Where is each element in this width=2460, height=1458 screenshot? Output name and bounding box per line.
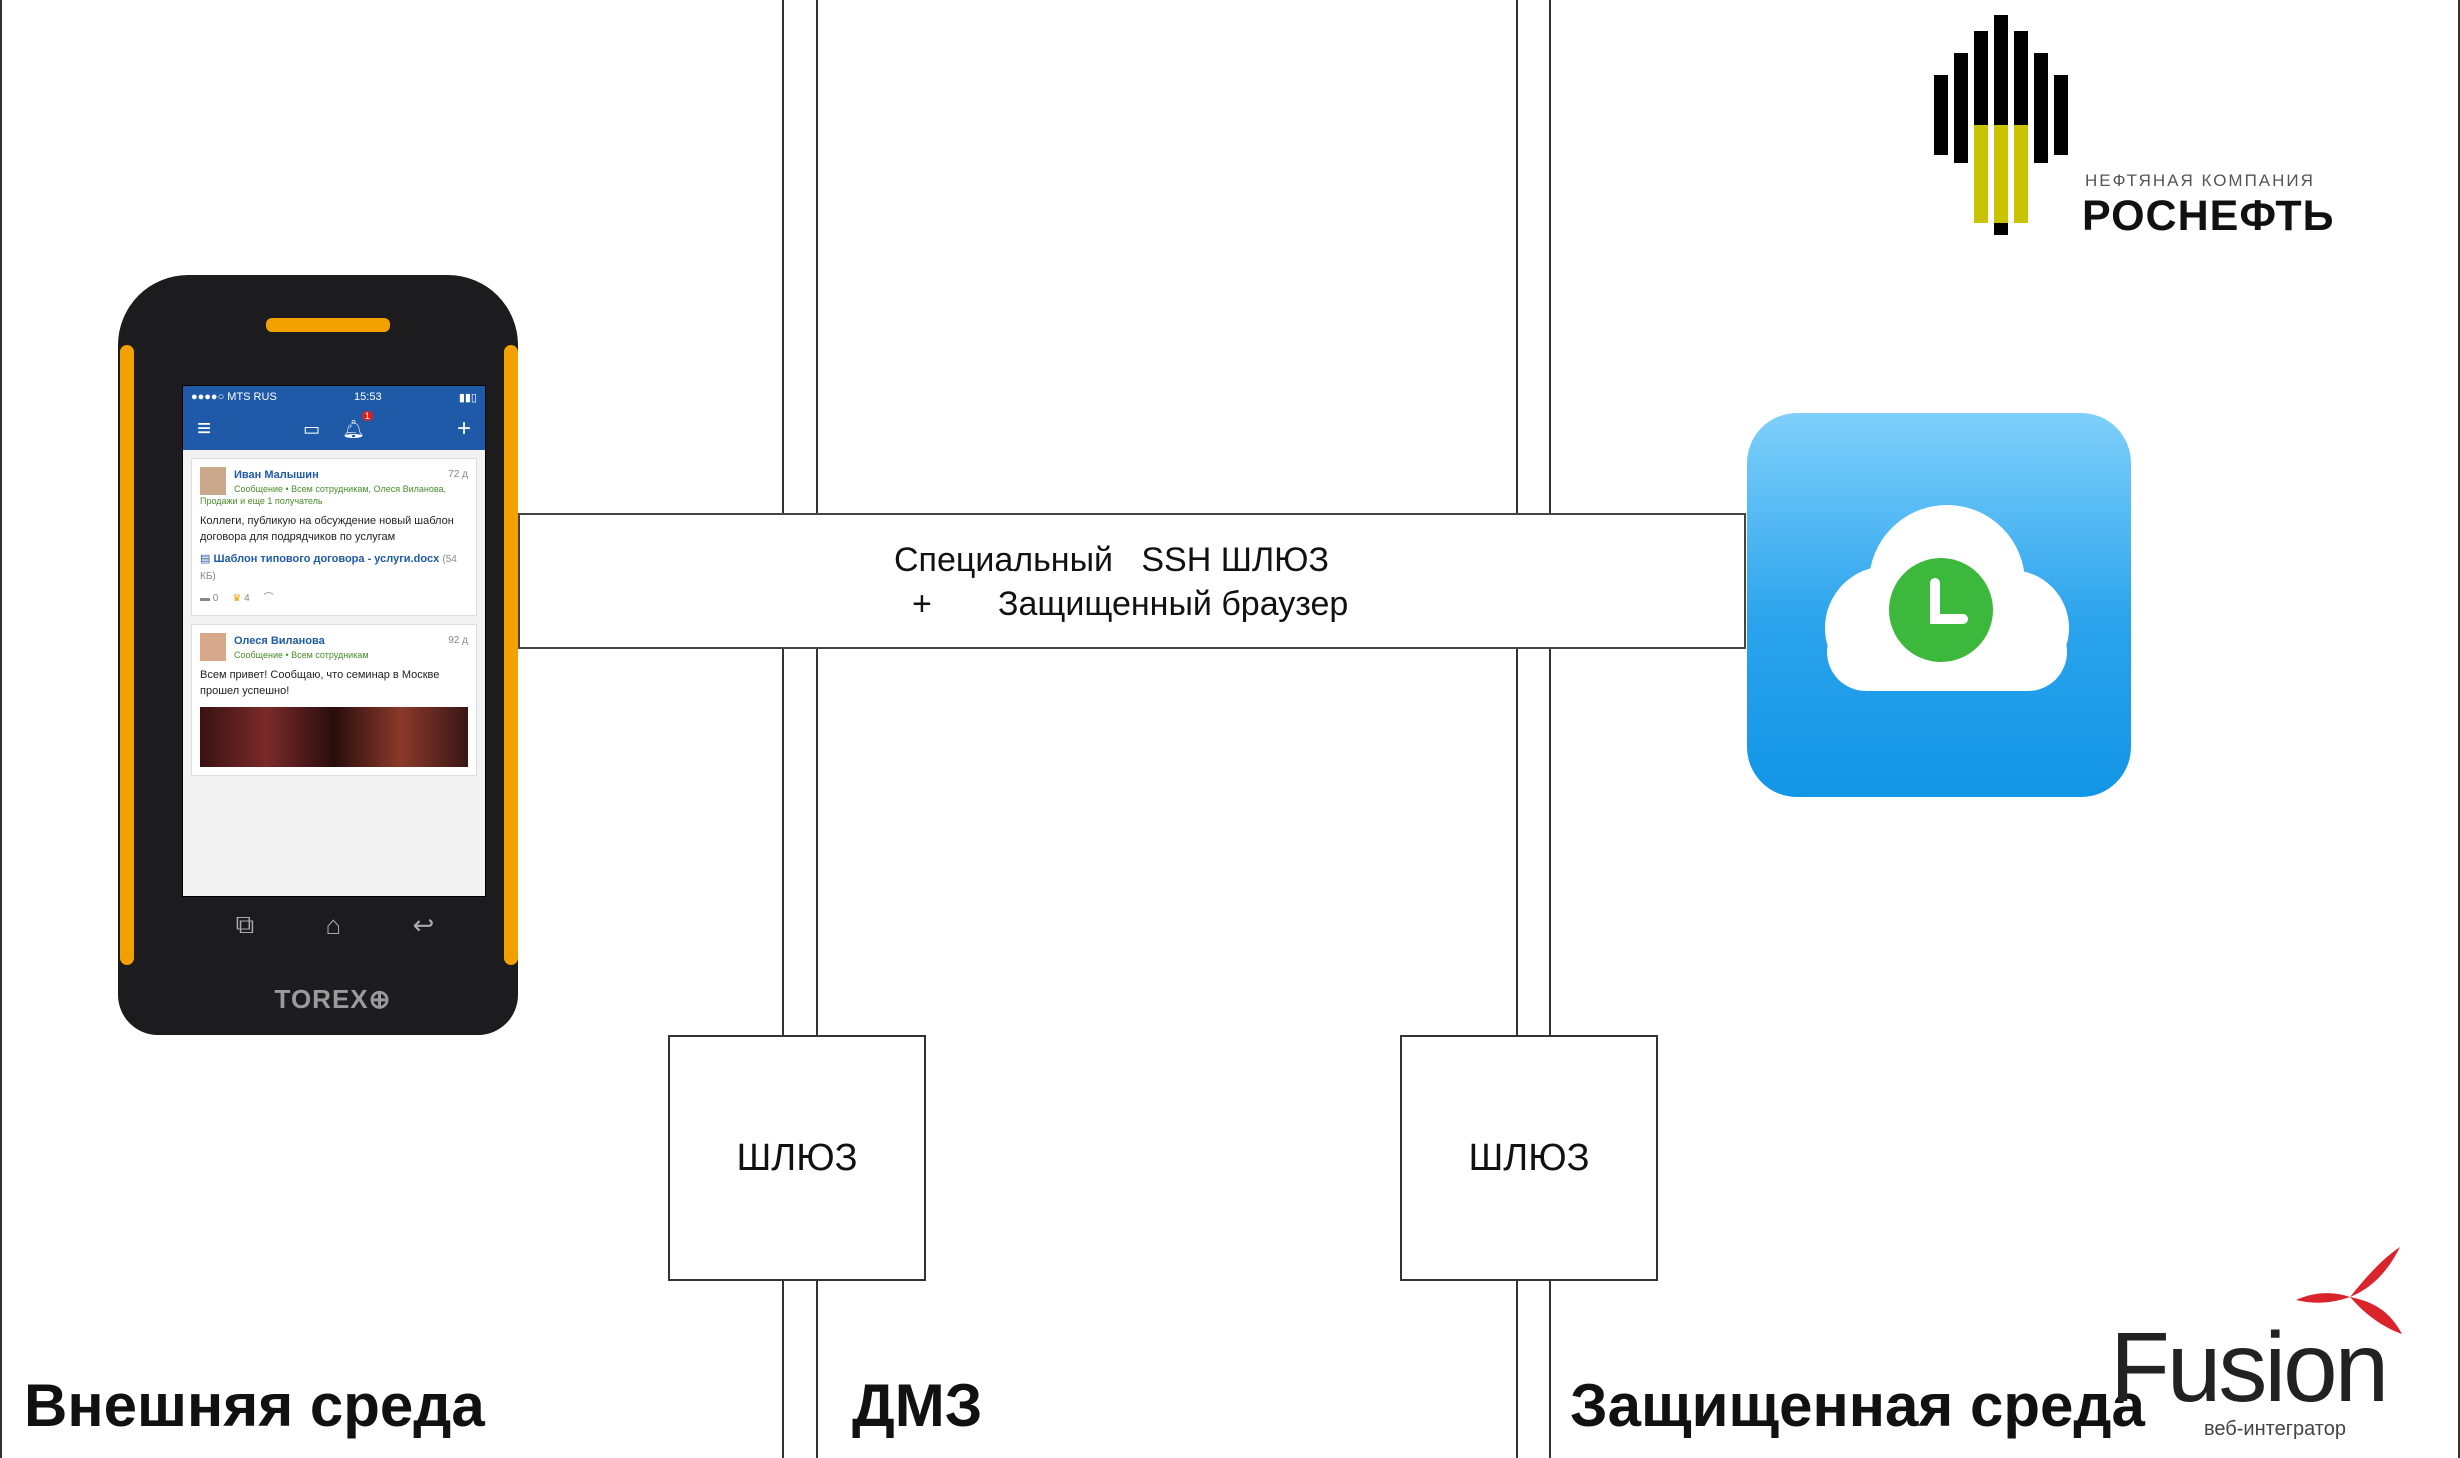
status-bar: ●●●●○ MTS RUS 15:53 ▮▮▯: [183, 386, 485, 408]
notification-badge: 1: [361, 410, 373, 421]
post-photo[interactable]: [200, 707, 468, 767]
avatar: [200, 467, 226, 495]
rosneft-emblem: [1934, 15, 2068, 235]
zone-external: [0, 0, 784, 1458]
menu-icon[interactable]: ≡: [197, 415, 212, 442]
like-button[interactable]: ♛ 4: [232, 593, 250, 604]
post-age: 72 д: [448, 469, 468, 480]
chat-icon[interactable]: ▭: [303, 418, 321, 439]
comment-button[interactable]: ▬ 0: [200, 593, 219, 604]
home-icon[interactable]: ⌂: [325, 909, 342, 940]
fusion-star-icon: [2296, 1247, 2402, 1334]
battery-icon: ▮▮▯: [458, 391, 477, 404]
phone-top-accent: [266, 318, 390, 332]
recent-apps-icon[interactable]: ⧉: [235, 909, 255, 939]
phone-side-band-left: [120, 345, 134, 965]
brand-cross-icon: ⊕: [368, 984, 392, 1014]
tunnel-label-line2: + Защищенный браузер: [912, 585, 1349, 623]
avatar: [200, 633, 226, 661]
feed-post[interactable]: 92 д Олеся Виланова Сообщение • Всем сот…: [191, 624, 477, 776]
clock-label: 15:53: [354, 391, 382, 403]
gateway-box-right: ШЛЮЗ: [1400, 1035, 1658, 1281]
document-icon: ▤: [200, 553, 211, 565]
post-author[interactable]: Олеся Виланова: [234, 635, 325, 647]
zone-label-dmz: ДМЗ: [852, 1372, 983, 1439]
post-age: 92 д: [448, 635, 468, 646]
post-actions: ▬ 0 ♛ 4 ⌒: [200, 591, 468, 607]
bell-icon[interactable]: 🔔︎1: [342, 410, 373, 440]
feed-post[interactable]: 72 д Иван Малышин Сообщение • Всем сотру…: [191, 458, 477, 616]
rosneft-tagline: НЕФТЯНАЯ КОМПАНИЯ: [2085, 171, 2315, 190]
phone-side-band-right: [504, 345, 518, 965]
attachment-name[interactable]: Шаблон типового договора - услуги.docx: [213, 553, 440, 565]
fusion-wordmark: Fusion: [2110, 1312, 2389, 1422]
clock-icon: [1889, 558, 1993, 662]
app-bar: ≡ ▭ 🔔︎1 +: [183, 408, 485, 450]
ssh-tunnel: Специальный SSH ШЛЮЗ + Защищенный браузе…: [518, 513, 1746, 649]
zone-dmz: [816, 0, 1518, 1458]
share-icon[interactable]: ⌒: [263, 593, 274, 604]
zone-protected: [1549, 0, 2460, 1458]
plus-icon[interactable]: +: [456, 415, 471, 442]
rosneft-wordmark: РОСНЕФТЬ: [2082, 192, 2335, 240]
comment-count: 0: [212, 593, 219, 604]
zone-label-protected: Защищенная среда: [1570, 1372, 2145, 1439]
post-attachment[interactable]: ▤ Шаблон типового договора - услуги.docx…: [200, 545, 468, 585]
post-text: Коллеги, публикую на обсуждение новый ша…: [200, 515, 454, 543]
app-bar-icons: ▭ 🔔︎1: [303, 410, 373, 440]
phone-brand: TOREX⊕: [258, 984, 408, 1015]
gateway-label: ШЛЮЗ: [736, 1136, 858, 1179]
cloud-icon: [1825, 505, 2069, 691]
post-author[interactable]: Иван Малышин: [234, 469, 319, 481]
fusion-tagline: веб-интегратор: [2204, 1418, 2346, 1440]
cloud-app-tile: [1747, 413, 2131, 797]
attachment-size: (54 КБ): [200, 554, 457, 582]
phone-brand-text: TOREX: [274, 984, 369, 1014]
tunnel-label-line1: Специальный SSH ШЛЮЗ: [894, 541, 1330, 579]
phone-screen: ●●●●○ MTS RUS 15:53 ▮▮▯ ≡ ▭ 🔔︎1 + 72 д И…: [182, 385, 486, 897]
zone-label-external: Внешняя среда: [24, 1372, 485, 1439]
post-meta: Сообщение • Всем сотрудникам: [234, 650, 369, 660]
gateway-box-left: ШЛЮЗ: [668, 1035, 926, 1281]
carrier-label: ●●●●○ MTS RUS: [191, 391, 277, 403]
post-text: Всем привет! Сообщаю, что семинар в Моск…: [200, 669, 440, 697]
gateway-label: ШЛЮЗ: [1468, 1136, 1590, 1179]
post-meta: Сообщение • Всем сотрудникам, Олеся Вила…: [200, 484, 447, 506]
like-count: 4: [244, 593, 250, 604]
back-icon[interactable]: ↩: [412, 909, 435, 940]
android-nav-bar: ⧉ ⌂ ↩: [200, 905, 470, 945]
